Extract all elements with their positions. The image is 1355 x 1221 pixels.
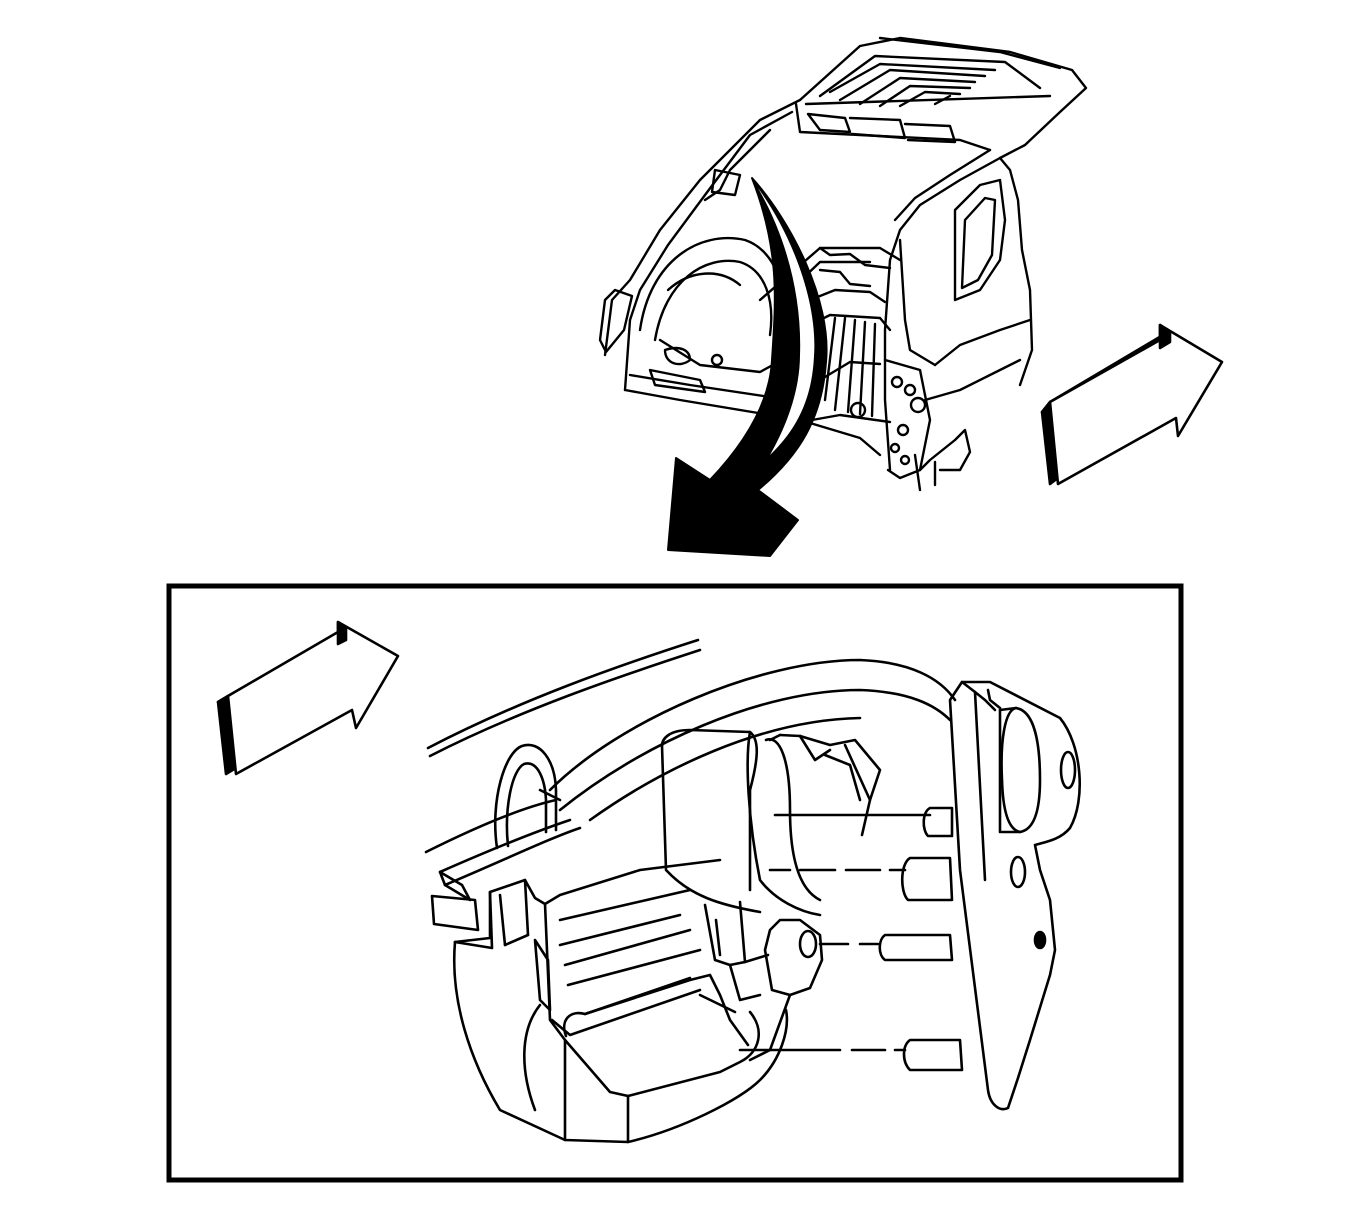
- vehicle-body-rear-icon: [598, 36, 1088, 492]
- forward-arrow-icon: [216, 620, 400, 776]
- detail-frame: [166, 583, 1184, 1183]
- bracket-assembly-detail-icon: [424, 638, 1082, 1144]
- forward-arrow-icon: [1040, 323, 1224, 486]
- curved-arrow-icon: [667, 177, 828, 557]
